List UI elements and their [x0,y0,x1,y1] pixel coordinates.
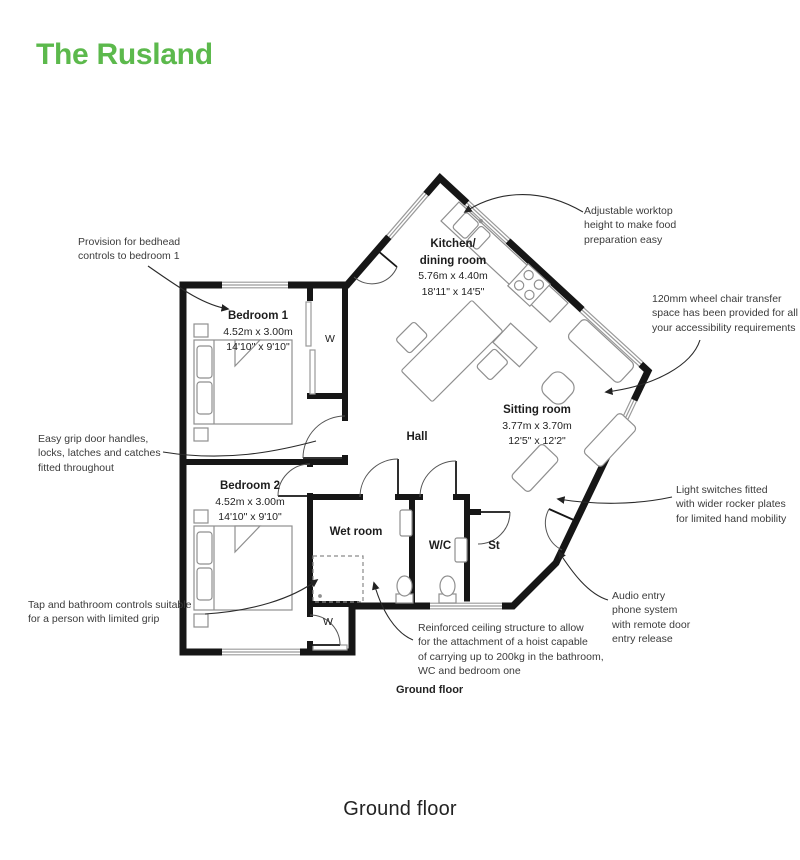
bed-bedroom1 [193,323,293,442]
basin-wc [454,537,468,563]
leader-grip [162,440,317,457]
plan-floor-caption: Ground floor [396,684,464,696]
kitchen-worktop [440,201,569,368]
basin-wetroom [399,509,413,537]
room-label-wardrobe-2: W [323,616,333,628]
toilet-wetroom [395,575,414,604]
doors [277,249,577,646]
leader-lines [147,194,701,641]
dining-table [396,300,508,402]
wetroom-fixtures [312,509,468,604]
page-title: The Rusland [36,38,213,71]
leader-audio [558,550,609,601]
annotation-bedhead-controls: Provision for bedhead controls to bedroo… [78,236,181,263]
wardrobe-sliding-doors [305,301,348,651]
page-floor-caption: Ground floor [343,798,457,820]
annotation-grip-handles: Easy grip door handles, locks, latches a… [38,433,161,474]
leader-worktop [463,194,584,213]
annotation-light-switches: Light switches fitted with wider rocker … [676,484,787,525]
toilet-wc [438,575,457,604]
room-label-kitchen: Kitchen/ dining room 5.76m x 4.40m 18'11… [418,238,488,299]
annotation-audio-entry: Audio entry phone system with remote doo… [612,590,691,645]
leader-bedhead [147,265,230,312]
room-label-bedroom2: Bedroom 2 4.52m x 3.00m 14'10" x 9'10" [215,480,285,524]
annotation-tap-controls: Tap and bathroom controls suitable for a… [28,599,192,626]
room-label-wc: W/C [428,540,452,552]
annotation-hoist: Reinforced ceiling structure to allow fo… [418,622,604,677]
bed-bedroom2 [193,509,293,628]
leader-tap [204,579,319,615]
room-label-store: St [488,540,500,552]
room-label-sitting-room: Sitting room 3.77m x 3.70m 12'5" x 12'2" [502,404,572,448]
annotation-wheelchair-space: 120mm wheel chair transfer space has bee… [652,293,798,334]
leader-hoist [372,581,414,641]
sitting-room-furniture [511,319,637,492]
leader-lightswitch [556,496,673,504]
room-label-bedroom1: Bedroom 1 4.52m x 3.00m 14'10" x 9'10" [223,310,293,354]
room-label-hall: Hall [406,431,428,443]
hob-icon [506,262,552,308]
leader-wheelchair [604,339,701,396]
room-label-wardrobe-1: W [325,333,335,345]
shower-area [312,555,364,603]
room-label-wet-room: Wet room [329,526,383,538]
annotation-worktop: Adjustable worktop height to make food p… [584,205,677,246]
